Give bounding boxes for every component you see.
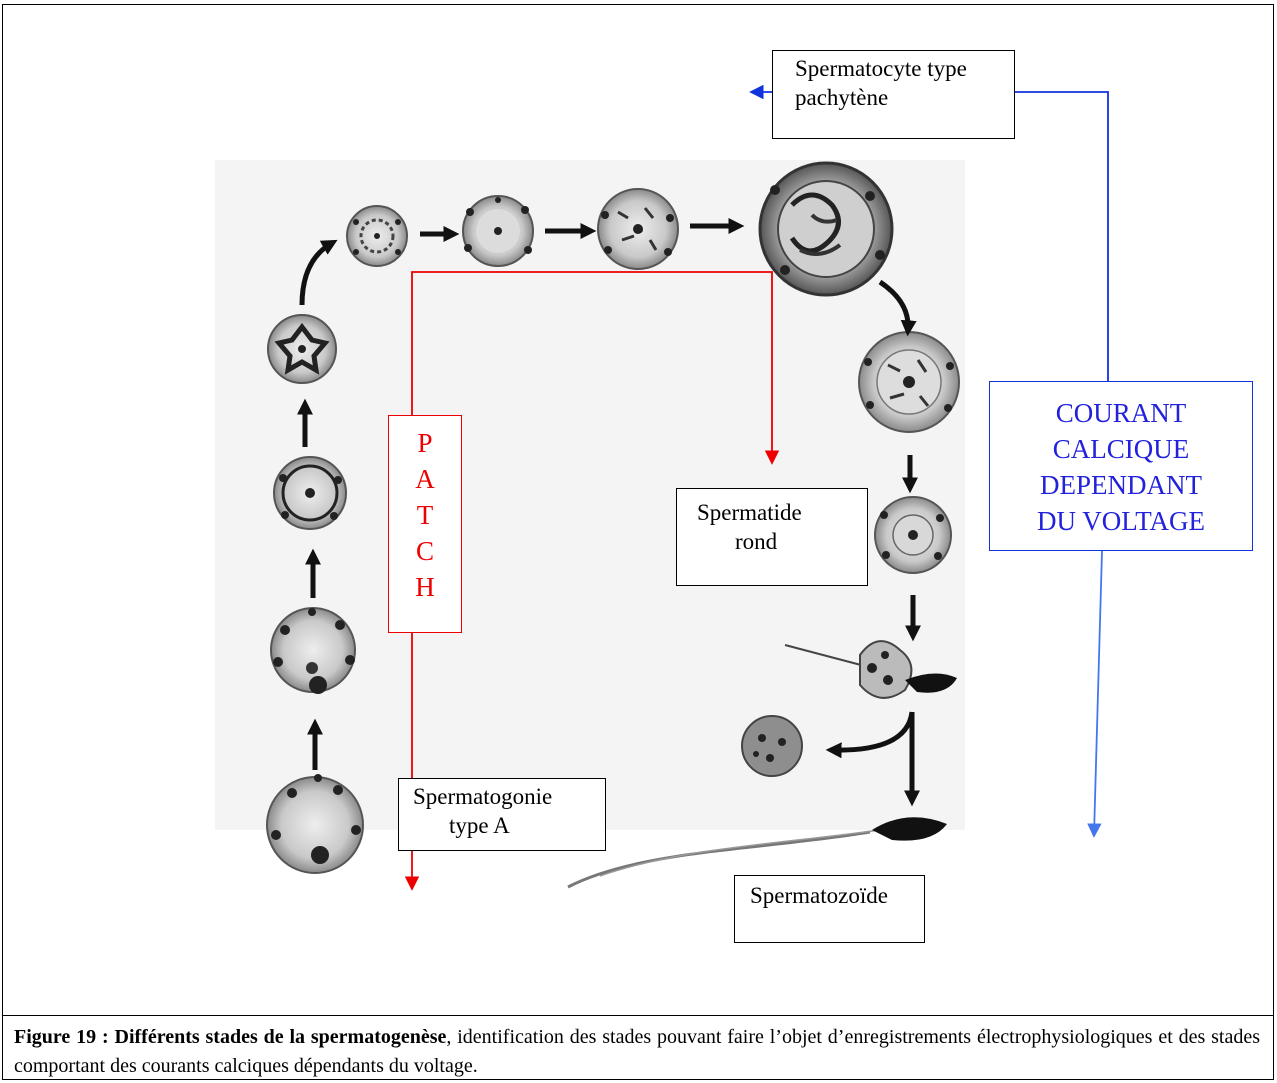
- courant-label-line-3: DEPENDANT: [1040, 469, 1202, 500]
- patch-to-spermatide-arrow-icon: [411, 271, 780, 465]
- arrow-4-icon: [299, 239, 338, 306]
- spermatogonie-b-cell-icon: [270, 607, 356, 694]
- caption-divider: [2, 1015, 1274, 1016]
- courant-connectors: [749, 84, 1109, 838]
- pachytene-label-line-1: Spermatocyte type: [795, 56, 967, 81]
- spermatogonie-label-line-1: Spermatogonie: [413, 784, 553, 809]
- early-pachytene-cell-icon: [462, 195, 534, 267]
- patch-letter-t: T: [416, 499, 434, 530]
- mid-pachytene-cell-icon: [597, 188, 679, 270]
- spermatide-label-line-2: rond: [735, 528, 778, 554]
- courant-label-box: COURANT CALCIQUE DEPENDANT DU VOLTAGE: [989, 381, 1253, 551]
- pachytene-label-box: Spermatocyte type pachytène: [772, 50, 1015, 139]
- spermatogonie-label-line-2: type A: [449, 812, 510, 838]
- courant-label-line-2: CALCIQUE: [1052, 433, 1190, 464]
- patch-letter-p: P: [417, 428, 433, 458]
- spermatogonie-label-box: Spermatogonie type A: [398, 778, 606, 851]
- courant-down-arrow-icon: [1087, 550, 1103, 838]
- residual-body-cell-icon: [741, 715, 803, 777]
- figure-caption: Figure 19 : Différents stades de la sper…: [14, 1023, 1260, 1081]
- patch-letter-c: C: [415, 535, 434, 566]
- patch-letter-h: H: [415, 571, 435, 602]
- caption-title: Figure 19 : Différents stades de la sper…: [14, 1026, 447, 1048]
- leptotene-cell-icon: [267, 314, 337, 384]
- elongating-spermatid-icon: [784, 640, 957, 699]
- courant-label-line-1: COURANT: [1055, 398, 1187, 428]
- spermatide-label-line-1: Spermatide: [697, 500, 802, 525]
- caption-text: , identification des stades pouvant fair…: [14, 1026, 1260, 1077]
- figure-frame: [2, 4, 1274, 1080]
- diplotene-cell-icon: [858, 331, 960, 433]
- patch-label-box: P A T C H: [388, 415, 462, 633]
- progression-arrows: [296, 217, 922, 807]
- courant-label-line-4: DU VOLTAGE: [1036, 505, 1206, 536]
- spermatozoide-label-box: Spermatozoïde: [734, 875, 925, 943]
- pachytene-cell-icon: [758, 161, 894, 297]
- patch-letter-a: A: [415, 463, 435, 494]
- preleptotene-cell-icon: [273, 456, 347, 530]
- arrow-8-icon: [878, 279, 917, 337]
- courant-to-pachytene-line: [1015, 91, 1109, 381]
- pachytene-label-line-2: pachytène: [795, 84, 889, 110]
- spermatozoon-icon: [567, 817, 947, 889]
- spermatide-label-box: Spermatide rond: [676, 488, 868, 586]
- spermatogonie-cell-icon: [266, 774, 364, 874]
- spermatozoide-label: Spermatozoïde: [750, 883, 888, 908]
- round-spermatid-cell-icon: [874, 496, 952, 574]
- zygotene-cell-icon: [346, 205, 408, 267]
